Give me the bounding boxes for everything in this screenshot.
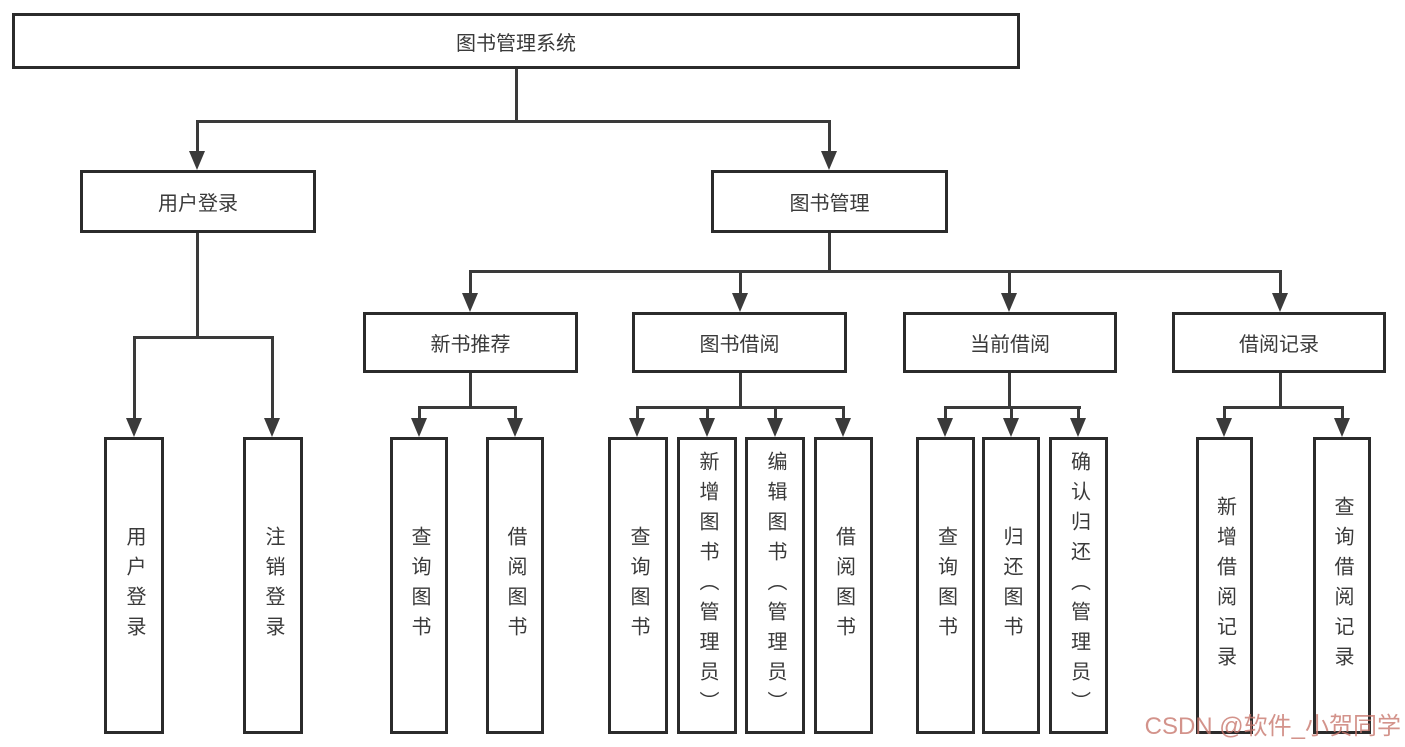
leaf-user-login-label: 用户登录 [123, 525, 145, 646]
node-current-borrowing: 当前借阅 [903, 312, 1117, 373]
connector-line [133, 336, 136, 425]
arrowhead-down-icon [126, 418, 142, 437]
leaf-query-books-current: 查询图书 [916, 437, 975, 734]
connector-line [739, 372, 742, 409]
node-library-system-label: 图书管理系统 [456, 32, 576, 55]
arrowhead-down-icon [1070, 418, 1086, 437]
leaf-query-books-current-label: 查询图书 [934, 525, 957, 646]
connector-line [828, 120, 831, 158]
connector-line [944, 406, 947, 425]
node-book-borrowing: 图书借阅 [632, 312, 847, 373]
connector-line [469, 270, 472, 300]
connector-line [469, 270, 1282, 273]
node-book-borrowing-label: 图书借阅 [699, 334, 780, 356]
leaf-query-books-borrowing-label: 查询图书 [627, 525, 649, 646]
arrowhead-down-icon [462, 293, 478, 312]
arrowhead-down-icon [1334, 418, 1350, 437]
arrowhead-down-icon [937, 418, 953, 437]
arrowhead-down-icon [732, 293, 748, 312]
arrowhead-down-icon [507, 418, 523, 437]
connector-line [706, 406, 709, 425]
arrowhead-down-icon [411, 418, 427, 437]
connector-line [196, 120, 831, 123]
node-book-management-label: 图书管理 [789, 193, 870, 215]
leaf-query-books-recommend: 查询图书 [390, 437, 448, 734]
connector-line [196, 232, 199, 339]
leaf-query-borrow-record-label: 查询借阅记录 [1331, 495, 1353, 676]
arrowhead-down-icon [1001, 293, 1017, 312]
node-current-borrowing-label: 当前借阅 [970, 334, 1050, 356]
connector-line [739, 270, 742, 300]
leaf-add-books-admin-label: 新增图书（管理员） [696, 450, 718, 721]
connector-line [1008, 270, 1011, 300]
arrowhead-down-icon [629, 418, 645, 437]
leaf-edit-books-admin: 编辑图书（管理员） [745, 437, 805, 734]
connector-line [1223, 406, 1226, 425]
leaf-logout-label: 注销登录 [262, 525, 284, 646]
connector-line [515, 68, 518, 122]
leaf-confirm-return-admin-label: 确认归还（管理员） [1067, 450, 1090, 721]
arrowhead-down-icon [1216, 418, 1232, 437]
connector-line [514, 406, 517, 425]
connector-line [271, 336, 274, 425]
leaf-add-borrow-record: 新增借阅记录 [1196, 437, 1253, 734]
connector-line [1341, 406, 1344, 425]
connector-line [636, 406, 845, 409]
leaf-user-login: 用户登录 [104, 437, 164, 734]
node-library-system: 图书管理系统 [12, 13, 1020, 69]
leaf-return-books: 归还图书 [982, 437, 1040, 734]
connector-line [1279, 270, 1282, 300]
node-borrowing-records-label: 借阅记录 [1239, 334, 1319, 356]
leaf-query-books-recommend-label: 查询图书 [408, 525, 430, 646]
connector-line [418, 406, 517, 409]
leaf-return-books-label: 归还图书 [1000, 525, 1022, 646]
arrowhead-down-icon [821, 151, 837, 170]
leaf-borrow-books-recommend-label: 借阅图书 [504, 525, 526, 646]
node-user-login: 用户登录 [80, 170, 316, 233]
csdn-watermark: CSDN @软件_小贺同学 [1144, 713, 1401, 740]
arrowhead-down-icon [835, 418, 851, 437]
node-new-book-recommendation-label: 新书推荐 [430, 334, 511, 356]
connector-line [842, 406, 845, 425]
node-book-management: 图书管理 [711, 170, 948, 233]
connector-line [1077, 406, 1080, 425]
connector-line [1223, 406, 1344, 409]
connector-line [133, 336, 274, 339]
leaf-borrow-books-borrowing-label: 借阅图书 [832, 525, 855, 646]
connector-line [636, 406, 639, 425]
arrowhead-down-icon [1003, 418, 1019, 437]
connector-line [196, 120, 199, 158]
arrowhead-down-icon [1272, 293, 1288, 312]
leaf-add-borrow-record-label: 新增借阅记录 [1213, 495, 1236, 676]
connector-line [1008, 372, 1011, 409]
node-borrowing-records: 借阅记录 [1172, 312, 1386, 373]
connector-line [828, 232, 831, 273]
leaf-query-borrow-record: 查询借阅记录 [1313, 437, 1371, 734]
connector-line [418, 406, 421, 425]
node-new-book-recommendation: 新书推荐 [363, 312, 578, 373]
leaf-add-books-admin: 新增图书（管理员） [677, 437, 737, 734]
connector-line [774, 406, 777, 425]
arrowhead-down-icon [189, 151, 205, 170]
node-user-login-label: 用户登录 [158, 193, 238, 215]
connector-line [1279, 372, 1282, 409]
leaf-borrow-books-borrowing: 借阅图书 [814, 437, 873, 734]
leaf-query-books-borrowing: 查询图书 [608, 437, 668, 734]
connector-line [1010, 406, 1013, 425]
arrowhead-down-icon [699, 418, 715, 437]
arrowhead-down-icon [264, 418, 280, 437]
leaf-borrow-books-recommend: 借阅图书 [486, 437, 544, 734]
connector-line [469, 372, 472, 409]
leaf-logout: 注销登录 [243, 437, 303, 734]
leaf-edit-books-admin-label: 编辑图书（管理员） [764, 450, 786, 721]
arrowhead-down-icon [767, 418, 783, 437]
leaf-confirm-return-admin: 确认归还（管理员） [1049, 437, 1108, 734]
